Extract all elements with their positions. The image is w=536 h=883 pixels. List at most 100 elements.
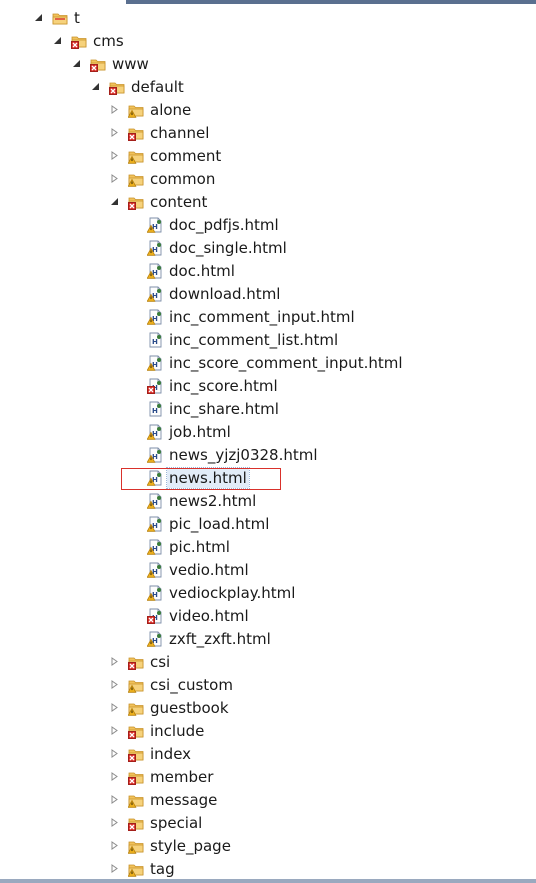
tree-item-label: download.html: [169, 284, 281, 303]
tree-item-label: special: [150, 813, 203, 832]
svg-text:H: H: [152, 430, 158, 438]
tree-folder-item[interactable]: content: [0, 190, 405, 213]
folder-error-icon: [128, 654, 144, 670]
collapse-arrow-icon[interactable]: [109, 173, 120, 184]
collapse-arrow-icon[interactable]: [109, 771, 120, 782]
svg-text:H: H: [152, 476, 158, 484]
tree-folder-item[interactable]: tag: [0, 857, 405, 880]
tree-folder-item[interactable]: style_page: [0, 834, 405, 857]
tree-folder-item[interactable]: member: [0, 765, 405, 788]
collapse-arrow-icon[interactable]: [109, 150, 120, 161]
tree-folder-item[interactable]: channel: [0, 121, 405, 144]
folder-warning-icon: [128, 148, 144, 164]
collapse-arrow-icon[interactable]: [109, 794, 120, 805]
tree-item-label: common: [150, 169, 216, 188]
html-file-warning-icon: H: [147, 447, 163, 463]
collapse-arrow-icon[interactable]: [109, 127, 120, 138]
tree-item-label: inc_share.html: [169, 399, 279, 418]
expand-arrow-icon[interactable]: [109, 196, 120, 207]
html-file-error-icon: H: [147, 608, 163, 624]
tree-folder-item[interactable]: index: [0, 742, 405, 765]
html-file-warning-icon: H: [147, 309, 163, 325]
collapse-arrow-icon[interactable]: [109, 863, 120, 874]
svg-text:H: H: [152, 637, 158, 645]
svg-text:H: H: [152, 591, 158, 599]
tree-item-label: www: [112, 54, 149, 73]
tree-folder-item[interactable]: common: [0, 167, 405, 190]
folder-warning-icon: [128, 677, 144, 693]
tree-item-label: alone: [150, 100, 192, 119]
svg-text:H: H: [152, 246, 158, 254]
svg-text:H: H: [152, 361, 158, 369]
tree-folder-item[interactable]: www: [0, 52, 405, 75]
collapse-arrow-icon[interactable]: [109, 748, 120, 759]
folder-warning-icon: [128, 171, 144, 187]
html-file-icon: H: [147, 401, 163, 417]
collapse-arrow-icon[interactable]: [109, 656, 120, 667]
tree-item-label: doc_pdfjs.html: [169, 215, 279, 234]
tree-folder-item[interactable]: csi_custom: [0, 673, 405, 696]
tree-folder-item[interactable]: special: [0, 811, 405, 834]
tree-file-item[interactable]: Hvideo.html: [0, 604, 405, 627]
html-file-warning-icon: H: [147, 286, 163, 302]
collapse-arrow-icon[interactable]: [109, 104, 120, 115]
tree-folder-item[interactable]: comment: [0, 144, 405, 167]
tree-item-label: doc.html: [169, 261, 235, 280]
expand-arrow-icon[interactable]: [33, 12, 44, 23]
tree-folder-item[interactable]: csi: [0, 650, 405, 673]
tree-item-label: content: [150, 192, 208, 211]
collapse-arrow-icon[interactable]: [109, 840, 120, 851]
html-file-warning-icon: H: [147, 355, 163, 371]
tree-folder-item[interactable]: message: [0, 788, 405, 811]
expand-arrow-icon[interactable]: [52, 35, 63, 46]
collapse-arrow-icon[interactable]: [109, 725, 120, 736]
folder-warning-icon: [128, 700, 144, 716]
project-folder-icon: [52, 10, 68, 26]
tree-item-label: vedio.html: [169, 560, 249, 579]
svg-text:H: H: [152, 407, 158, 415]
tree-item-label: channel: [150, 123, 210, 142]
tree-item-label: default: [131, 77, 184, 96]
tree-folder-item[interactable]: alone: [0, 98, 405, 121]
expand-arrow-icon[interactable]: [90, 81, 101, 92]
tree-folder-item[interactable]: include: [0, 719, 405, 742]
html-file-warning-icon: H: [147, 217, 163, 233]
collapse-arrow-icon[interactable]: [109, 702, 120, 713]
svg-text:H: H: [152, 522, 158, 530]
html-file-warning-icon: H: [147, 562, 163, 578]
tree-item-label: inc_score_comment_input.html: [169, 353, 403, 372]
tree-folder-item[interactable]: default: [0, 75, 405, 98]
collapse-arrow-icon[interactable]: [109, 679, 120, 690]
tree-folder-item[interactable]: guestbook: [0, 696, 405, 719]
tree-item-label: csi_custom: [150, 675, 233, 694]
folder-error-icon: [90, 56, 106, 72]
tree-folder-item[interactable]: cms: [0, 29, 405, 52]
tree-item-label: doc_single.html: [169, 238, 287, 257]
html-file-warning-icon: H: [147, 240, 163, 256]
tree-item-label: pic_load.html: [169, 514, 270, 533]
svg-text:H: H: [152, 545, 158, 553]
tree-item-label: news2.html: [169, 491, 257, 510]
tree-folder-item[interactable]: t: [0, 6, 405, 29]
collapse-arrow-icon[interactable]: [109, 817, 120, 828]
expand-arrow-icon[interactable]: [71, 58, 82, 69]
